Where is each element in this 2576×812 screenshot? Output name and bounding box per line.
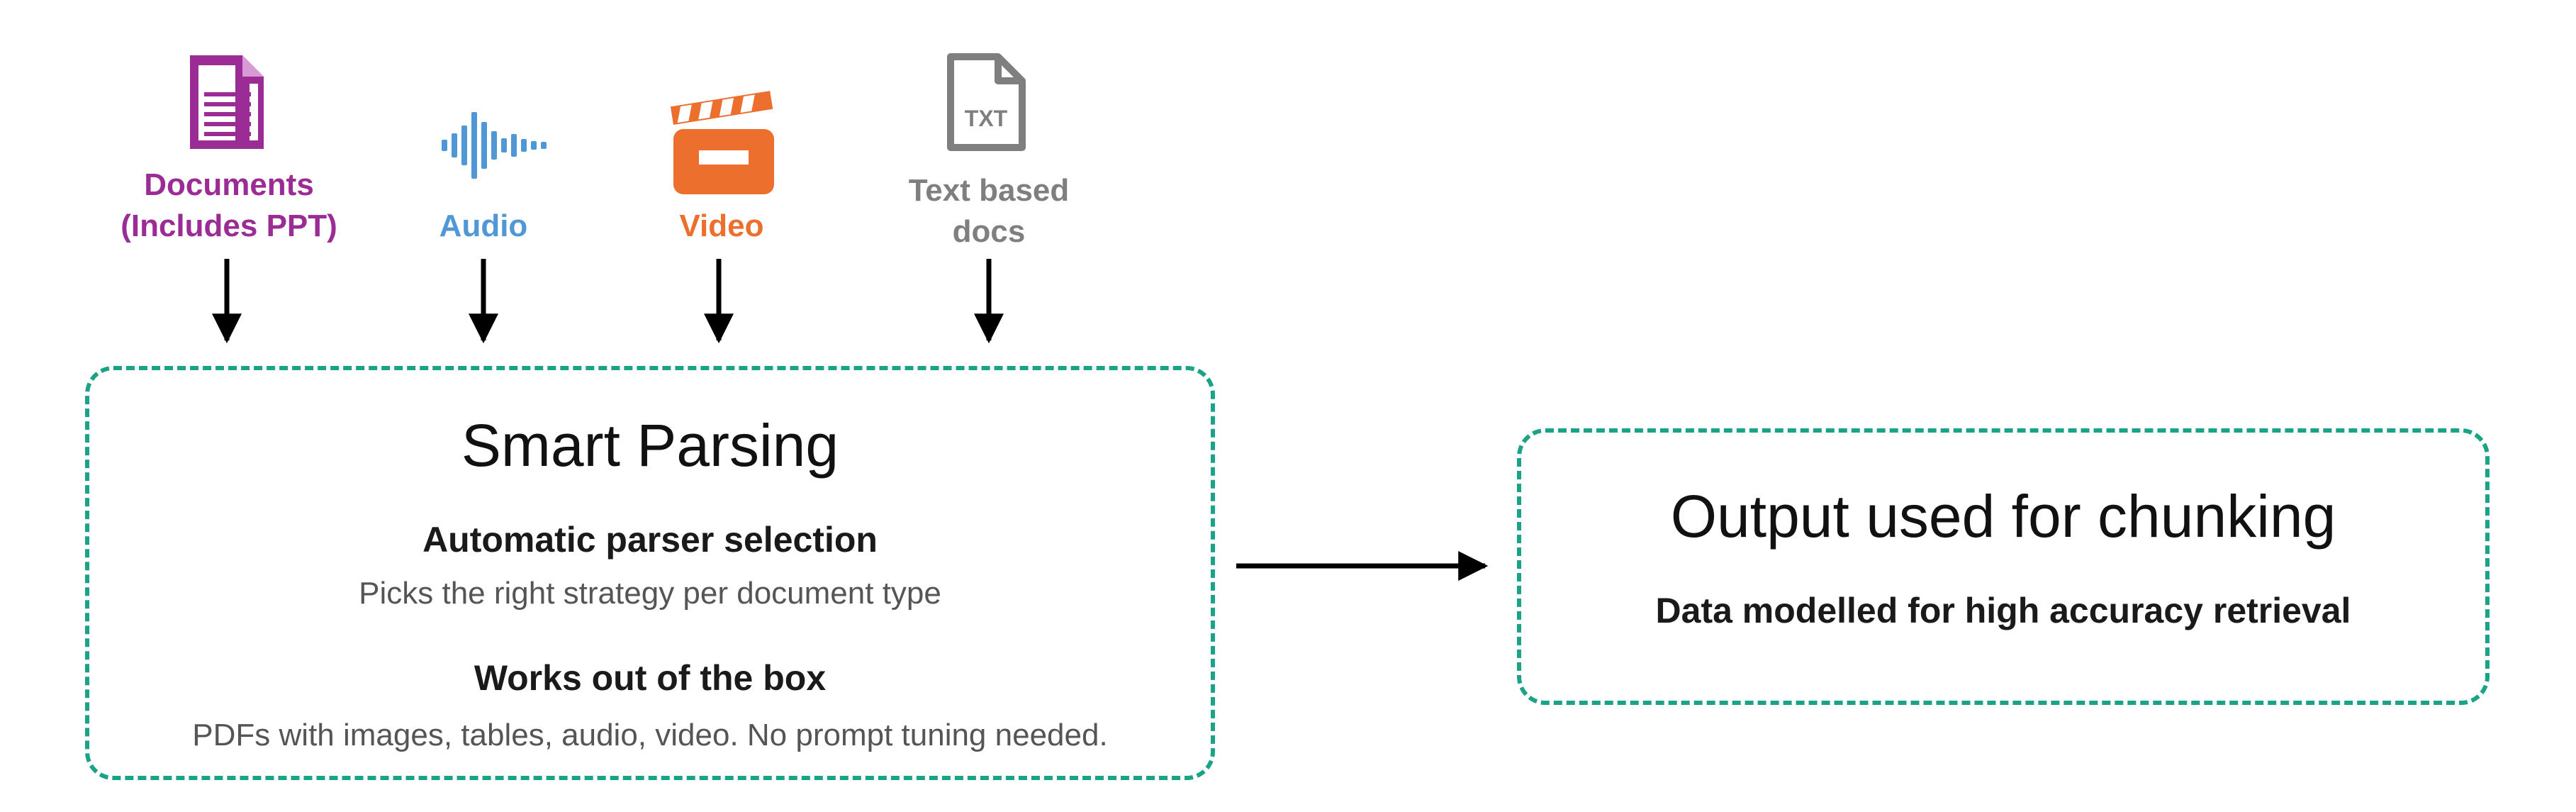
audio-label: Audio bbox=[413, 206, 554, 247]
audio-waveform-icon bbox=[442, 112, 547, 179]
output-title: Output used for chunking bbox=[1670, 483, 2336, 550]
parser-selection-title: Automatic parser selection bbox=[422, 520, 878, 560]
out-of-box-title: Works out of the box bbox=[474, 658, 827, 698]
clapperboard-icon bbox=[670, 91, 774, 194]
document-icon bbox=[190, 55, 264, 149]
video-label: Video bbox=[651, 206, 793, 247]
parser-selection-description: Picks the right strategy per document ty… bbox=[359, 576, 941, 611]
text-docs-label-line-2: docs bbox=[952, 214, 1026, 249]
video-label-line-1: Video bbox=[679, 208, 764, 243]
txt-icon-text: TXT bbox=[965, 106, 1008, 131]
audio-label-line-1: Audio bbox=[439, 208, 528, 243]
documents-label-line-1: Documents bbox=[144, 167, 314, 202]
output-box: Output used for chunking Data modelled f… bbox=[1517, 428, 2490, 705]
documents-label: Documents (Includes PPT) bbox=[116, 165, 342, 247]
smart-parsing-box: Smart Parsing Automatic parser selection… bbox=[85, 366, 1215, 780]
out-of-box-description: PDFs with images, tables, audio, video. … bbox=[192, 718, 1108, 752]
txt-file-icon: TXT bbox=[947, 53, 1026, 151]
documents-label-line-2: (Includes PPT) bbox=[121, 208, 337, 243]
output-subtitle: Data modelled for high accuracy retrieva… bbox=[1655, 591, 2351, 630]
smart-parsing-title: Smart Parsing bbox=[461, 412, 839, 479]
text-docs-label-line-1: Text based bbox=[908, 173, 1070, 208]
text-docs-label: Text based docs bbox=[890, 170, 1088, 252]
